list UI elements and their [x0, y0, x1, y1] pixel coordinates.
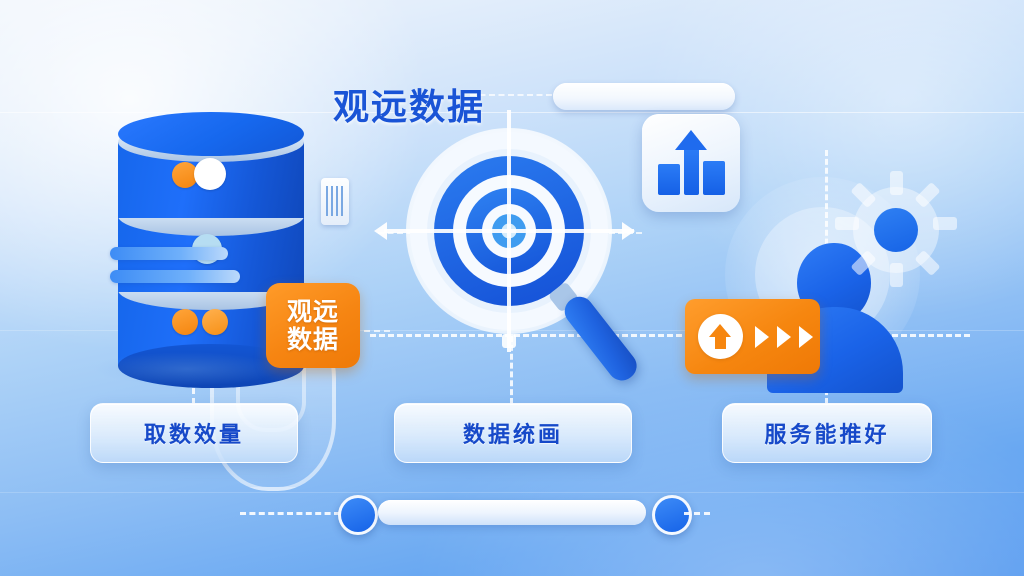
target-arrow-right — [622, 222, 635, 240]
play-triangle-icon-3 — [799, 326, 813, 348]
upload-arrow-head — [709, 324, 731, 337]
upload-arrow-stem — [715, 335, 726, 349]
slider-track[interactable] — [378, 500, 646, 525]
gear-tooth-5 — [890, 263, 903, 287]
connector-horizontal-main — [370, 334, 970, 337]
target-arrow-left — [374, 222, 387, 240]
db-dot-orange-2 — [172, 309, 198, 335]
gear-tooth-1 — [890, 171, 903, 195]
upload-circle-icon — [698, 314, 743, 359]
database-shadow — [92, 352, 282, 386]
background-band-low — [0, 492, 1024, 493]
db-top-lid — [118, 112, 304, 156]
connector-title-to-pill — [470, 94, 552, 96]
section-label-data-source[interactable]: 取数效量 — [90, 403, 298, 463]
chart-arrow-head — [675, 130, 707, 150]
target-stem-node — [502, 334, 516, 348]
top-bar-pill[interactable] — [553, 83, 735, 110]
brand-badge-line-2: 数据 — [286, 324, 339, 354]
target-rings-icon — [374, 110, 635, 352]
connector-badge-right — [364, 330, 390, 332]
chart-bar-right — [703, 161, 725, 195]
play-triangle-icon-2 — [777, 326, 791, 348]
chart-arrow-stem — [684, 147, 699, 195]
slider-knob-right[interactable] — [652, 495, 692, 535]
brand-badge-line-1: 观远 — [286, 296, 339, 326]
db-dot-orange-1 — [172, 162, 198, 188]
data-flow-bar-2 — [110, 270, 240, 283]
section-label-text: 服务能推好 — [764, 423, 890, 448]
connector-horizontal-left — [378, 232, 422, 234]
section-label-data-service[interactable]: 服务能推好 — [722, 403, 932, 463]
connector-vertical-analysis — [510, 336, 513, 404]
page-title: 观远数据 — [333, 87, 486, 128]
slider-knob-left[interactable] — [338, 495, 378, 535]
gear-tooth-7 — [835, 217, 859, 230]
target-crosshair-horizontal — [384, 229, 634, 233]
slider-dashed-lead — [240, 512, 340, 515]
section-label-text: 取数效量 — [143, 423, 244, 448]
bar-chart-up-icon — [642, 114, 740, 212]
db-dot-white-1 — [194, 158, 226, 190]
section-label-text: 数据统画 — [462, 423, 563, 448]
section-label-data-analysis[interactable]: 数据统画 — [394, 403, 632, 463]
gear-hub — [874, 208, 918, 252]
play-triangle-icon-1 — [755, 326, 769, 348]
service-banner — [685, 299, 820, 374]
db-dot-orange-3 — [202, 309, 228, 335]
data-flow-bar-1 — [110, 247, 228, 260]
chart-bar-left — [658, 164, 680, 195]
data-lines-card-icon — [321, 178, 349, 225]
gear-tooth-3 — [933, 217, 957, 230]
connector-vertical-source — [192, 378, 195, 404]
brand-badge: 观远 数据 — [266, 283, 360, 368]
connector-horizontal-right — [600, 232, 642, 234]
slider-dashed-tail — [684, 512, 710, 515]
